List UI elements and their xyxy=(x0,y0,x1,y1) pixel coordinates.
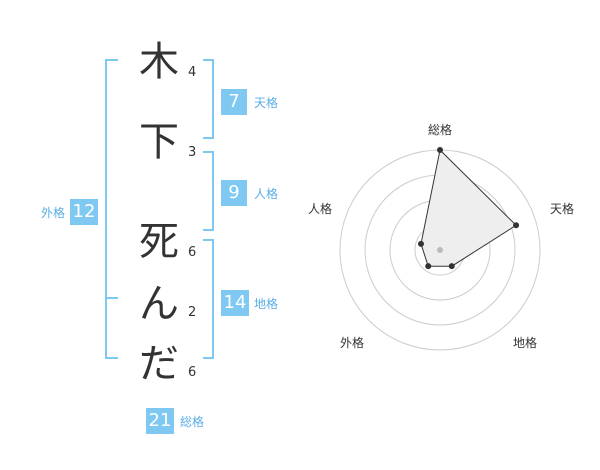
chikaku-label: 地格 xyxy=(254,297,279,311)
soukaku-label: 総格 xyxy=(180,415,205,429)
radar-label-tenkaku: 天格 xyxy=(550,201,574,216)
gaikaku-bracket xyxy=(105,59,118,359)
stroke-count-1: 4 xyxy=(188,65,197,80)
name-char-3: 死 xyxy=(139,219,179,265)
radar-label-gaikaku: 外格 xyxy=(340,335,364,350)
stroke-count-4: 2 xyxy=(188,305,197,320)
tenkaku-bracket xyxy=(203,59,214,139)
radar-point-2 xyxy=(513,222,520,229)
tenkaku-value: 7 xyxy=(221,89,247,115)
name-char-4: ん xyxy=(139,281,179,327)
soukaku-value: 21 xyxy=(146,408,174,434)
radar-center-dot xyxy=(437,247,443,253)
radar-point-3 xyxy=(448,263,455,270)
gaikaku-value: 12 xyxy=(70,199,98,225)
radar-label-soukaku: 総格 xyxy=(428,122,452,137)
radar-point-1 xyxy=(437,147,443,153)
stroke-count-3: 6 xyxy=(188,245,197,260)
stroke-count-2: 3 xyxy=(188,145,197,160)
chikaku-value: 14 xyxy=(221,290,249,316)
name-char-2: 下 xyxy=(139,119,179,165)
jinkaku-bracket xyxy=(203,151,214,231)
gaikaku-label: 外格 xyxy=(41,206,66,220)
chikaku-bracket xyxy=(203,239,214,359)
radar-polygon xyxy=(420,148,517,267)
jinkaku-label: 人格 xyxy=(254,187,279,201)
radar-label-chikaku: 地格 xyxy=(513,335,537,350)
radar-point-5 xyxy=(417,240,424,247)
radar-points xyxy=(417,147,520,270)
name-char-5: だ xyxy=(139,341,179,387)
tenkaku-label: 天格 xyxy=(254,96,279,110)
radar-point-4 xyxy=(425,263,432,270)
radar-label-jinkaku: 人格 xyxy=(308,201,332,216)
name-char-1: 木 xyxy=(139,39,179,85)
jinkaku-value: 9 xyxy=(221,180,247,206)
stroke-count-5: 6 xyxy=(188,365,197,380)
